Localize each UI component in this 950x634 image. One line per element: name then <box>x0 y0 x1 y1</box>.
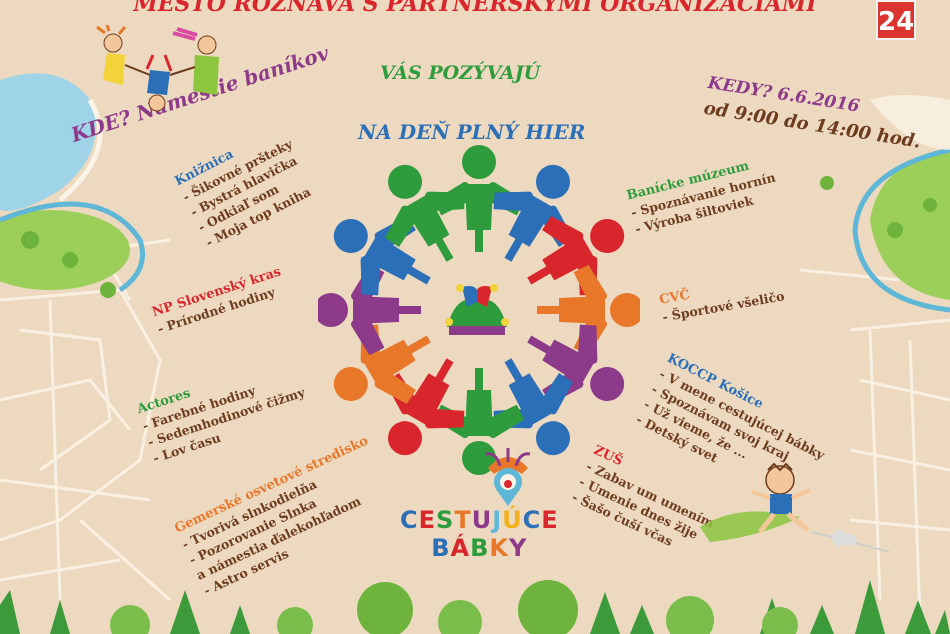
event-title: NA DEŇ PLNÝ HIER <box>358 120 586 144</box>
brand-line2: BÁBKY <box>400 536 559 560</box>
brand-letter: E <box>418 506 437 534</box>
brand-letter: Ú <box>502 506 523 534</box>
brand-letter: T <box>454 506 472 534</box>
jester-pin-icon <box>485 448 531 506</box>
brand-letter: S <box>436 506 455 534</box>
running-boy-illustration <box>700 462 891 553</box>
site-logo: 24 <box>876 0 916 40</box>
playing-children-illustration <box>96 25 219 112</box>
invite-text: VÁS POZÝVAJÚ <box>380 62 541 84</box>
brand-wordmark: CESTUJÚCE BÁBKY <box>400 508 559 560</box>
brand-letter: J <box>492 506 503 534</box>
page-title: MESTO ROŽŇAVA S PARTNERSKÝMI ORGANIZÁCIA… <box>133 0 817 17</box>
brand-letter: U <box>471 506 493 534</box>
brand-letter: B <box>470 534 490 562</box>
brand-letter: C <box>522 506 542 534</box>
brand-letter: Y <box>509 534 528 562</box>
brand-letter: E <box>541 506 559 534</box>
figure-person <box>385 164 465 262</box>
brand-letter: Á <box>450 534 471 562</box>
brand-letter: K <box>489 534 510 562</box>
brand-letter: C <box>400 506 419 534</box>
brand-letter: B <box>431 534 451 562</box>
figures-circle-illustration <box>318 145 640 475</box>
brand-line1: CESTUJÚCE <box>400 508 559 532</box>
jester-hat-icon <box>445 284 509 335</box>
